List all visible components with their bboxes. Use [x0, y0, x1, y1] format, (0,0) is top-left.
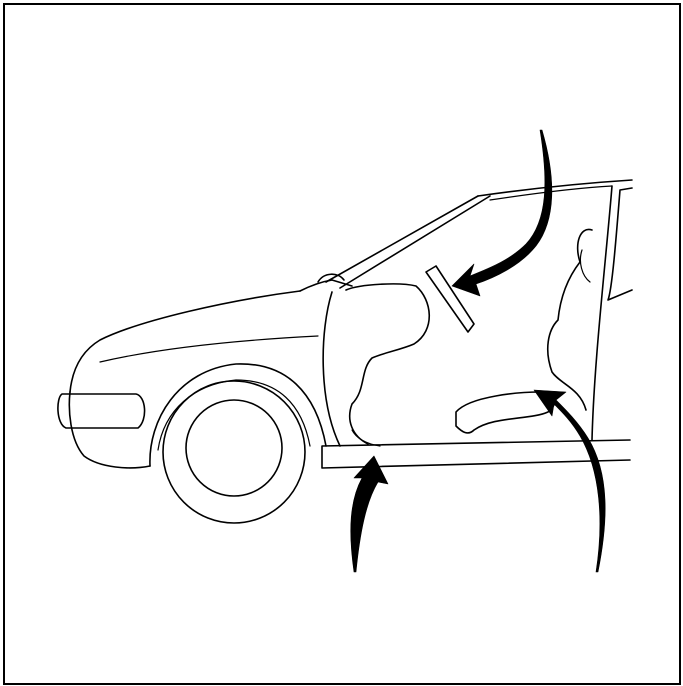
- car-body: [58, 180, 632, 523]
- hood-line: [70, 291, 300, 392]
- fender-line: [100, 336, 318, 362]
- roof-line: [478, 180, 632, 196]
- front-lower-fascia: [69, 392, 150, 468]
- windshield-upper: [326, 196, 478, 282]
- arrow-to-front-door-sill: [351, 456, 388, 572]
- b-pillar: [592, 186, 612, 440]
- front-tire: [163, 381, 305, 523]
- rear-door-frame: [608, 188, 632, 300]
- arrow-to-steering-area: [452, 130, 552, 296]
- arrow-to-b-pillar: [534, 390, 605, 572]
- front-wheel-arch-inner: [158, 380, 310, 450]
- seat-back: [548, 229, 592, 410]
- door-front-edge: [323, 292, 340, 446]
- dashboard-cutaway: [346, 284, 429, 444]
- front-rim: [186, 400, 282, 496]
- seat-back-inner: [580, 250, 590, 282]
- border: [4, 4, 680, 684]
